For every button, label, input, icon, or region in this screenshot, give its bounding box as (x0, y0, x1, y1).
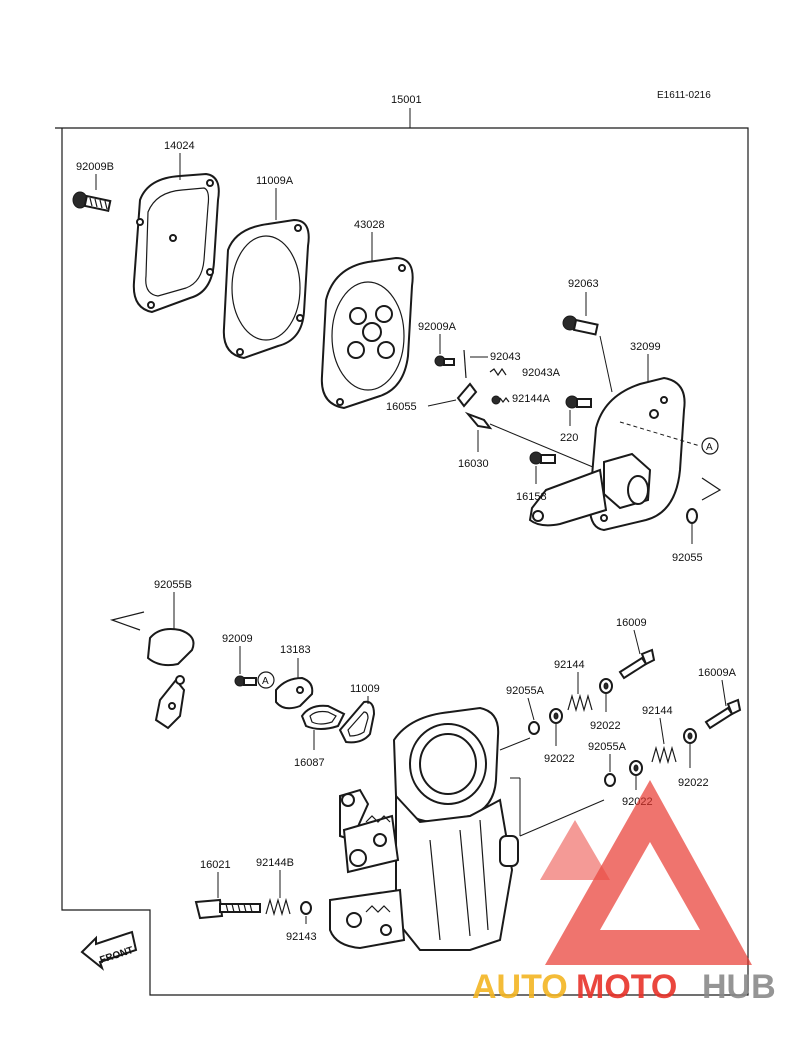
part-label-92022-b: 92022 (544, 753, 575, 765)
chevron-right-top (701, 477, 722, 501)
leader-92144-b (659, 717, 665, 745)
mixture-screw-16009a (704, 698, 742, 730)
screw-92009 (234, 675, 257, 687)
washer-92143 (300, 901, 312, 915)
part-label-16158: 16158 (516, 491, 547, 503)
mixture-screw-16009 (618, 648, 656, 680)
watermark-word-moto: MOTO (576, 968, 677, 1006)
idle-screw-16021 (194, 898, 261, 920)
cover-plate-14024 (132, 172, 220, 314)
part-label-92043a: 92043A (522, 367, 561, 379)
svg-text:A: A (706, 442, 713, 453)
part-label-92009: 92009 (222, 633, 253, 645)
part-label-14024: 14024 (164, 140, 195, 152)
part-label-92055a-a: 92055A (506, 685, 545, 697)
part-label-92022-c: 92022 (678, 777, 709, 789)
spring-92144 (567, 693, 593, 713)
part-label-16009a: 16009A (698, 667, 737, 679)
part-label-16030: 16030 (458, 458, 489, 470)
spring-92144-b (651, 745, 677, 765)
lever-16055 (456, 382, 478, 408)
chevron-left-bottom (109, 611, 145, 631)
leader-16009a (721, 679, 727, 707)
part-label-13183: 13183 (280, 644, 311, 656)
part-label-92063: 92063 (568, 278, 599, 290)
part-label-92055: 92055 (672, 552, 703, 564)
drawing-ref-code: E1611-0216 (657, 90, 711, 101)
carburetor-body (329, 706, 519, 951)
spring-92144b (265, 897, 291, 917)
screw-220 (565, 395, 592, 409)
part-label-92022-a: 92022 (590, 720, 621, 732)
watermark-word-auto: AUTO (472, 968, 568, 1006)
part-label-92055b: 92055B (154, 579, 192, 591)
leader-92063-axis (599, 335, 613, 393)
assembly-boundary (55, 127, 749, 996)
screw-92144a (491, 395, 510, 405)
part-label-43028: 43028 (354, 219, 385, 231)
watermark-logo: AUTO MOTO HUB (472, 780, 776, 1006)
part-label-32099: 32099 (630, 341, 661, 353)
gasket-16087 (300, 704, 346, 730)
leader-needle-axis (489, 423, 601, 471)
bolt-92063 (562, 315, 599, 336)
part-label-92009b: 92009B (76, 161, 114, 173)
bolt-92009b (72, 191, 112, 213)
pump-body-32099 (528, 376, 686, 532)
screw-92009a (434, 355, 455, 367)
cover-13183 (275, 676, 314, 710)
part-label-92143: 92143 (286, 931, 317, 943)
leader-body-right (499, 737, 531, 751)
svg-text:A: A (262, 676, 269, 687)
leader-16055 (427, 399, 457, 407)
part-label-11009a: 11009A (256, 175, 294, 187)
part-label-220: 220 (560, 432, 578, 444)
part-label-16055: 16055 (386, 401, 417, 413)
part-label-92144b: 92144B (256, 857, 294, 869)
oring-92055a-bottom (604, 773, 616, 787)
gasket-11009 (338, 700, 376, 744)
diaphragm-43028 (320, 256, 414, 410)
washer-92022-d (629, 760, 643, 776)
watermark-word-hub: HUB (702, 968, 776, 1006)
part-label-92144: 92144 (554, 659, 585, 671)
needle-16030 (464, 411, 493, 430)
part-label-15001: 15001 (391, 94, 422, 106)
leader-92055a-a (527, 697, 535, 721)
screw-16158 (529, 451, 556, 465)
part-label-92043: 92043 (490, 351, 521, 363)
oring-92055 (686, 508, 698, 524)
front-arrow-icon: FRONT (80, 930, 138, 971)
gasket-92055b (146, 628, 195, 730)
leader-body-lower (519, 778, 605, 837)
marker-a-bottom: A (257, 671, 275, 689)
spring-92043a (489, 367, 507, 377)
leader-16009 (633, 629, 641, 655)
part-label-92144a: 92144A (512, 393, 551, 405)
marker-a-top: A (619, 421, 719, 455)
oring-92055a-top (528, 721, 540, 735)
part-label-16087: 16087 (294, 757, 325, 769)
part-label-16021: 16021 (200, 859, 231, 871)
part-label-92055a-b: 92055A (588, 741, 627, 753)
washer-92022-c (683, 728, 697, 744)
part-label-16009: 16009 (616, 617, 647, 629)
washer-92022-b (549, 708, 563, 724)
part-label-92009a: 92009A (418, 321, 457, 333)
gasket-11009a (222, 218, 310, 360)
part-label-92144-b: 92144 (642, 705, 673, 717)
part-label-11009: 11009 (350, 683, 380, 695)
washer-92022-top (599, 678, 613, 694)
pin-92043 (463, 349, 467, 379)
